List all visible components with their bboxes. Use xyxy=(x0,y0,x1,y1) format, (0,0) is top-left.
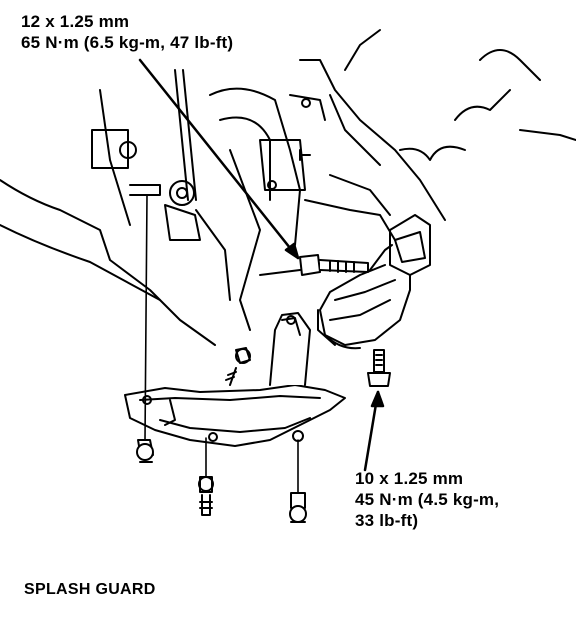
lower-bolt-torque-line2: 33 lb-ft) xyxy=(355,511,419,530)
leader-lines xyxy=(138,58,385,493)
lower-bolt-callout: 10 x 1.25 mm 45 N·m (4.5 kg-m, 33 lb-ft) xyxy=(355,468,499,531)
upper-bolt-size: 12 x 1.25 mm xyxy=(21,12,130,31)
lower-bolt-size: 10 x 1.25 mm xyxy=(355,469,464,488)
upper-bolt-arrowhead xyxy=(284,242,300,260)
upper-bolt-torque: 65 N·m (6.5 kg-m, 47 lb-ft) xyxy=(21,33,234,52)
engine-block-outline xyxy=(0,29,576,346)
lower-bolt-arrowhead xyxy=(370,390,385,408)
splash-guard-plate xyxy=(124,312,346,447)
left-bolt-leader xyxy=(144,194,148,441)
upper-bolt-callout: 12 x 1.25 mm 65 N·m (6.5 kg-m, 47 lb-ft) xyxy=(21,11,233,53)
small-bolt-center xyxy=(198,476,214,516)
small-bolt-right xyxy=(289,492,307,523)
upper-bolt-leader xyxy=(138,58,300,260)
diagram-caption: SPLASH GUARD xyxy=(24,581,156,598)
engine-mount-bracket xyxy=(317,214,431,350)
lower-bolt-torque-line1: 45 N·m (4.5 kg-m, xyxy=(355,490,500,509)
small-bolt-mid xyxy=(225,347,251,386)
small-bolt-left xyxy=(136,439,154,463)
lower-mount-bolt xyxy=(367,349,391,387)
upper-mount-bolt xyxy=(299,254,369,276)
